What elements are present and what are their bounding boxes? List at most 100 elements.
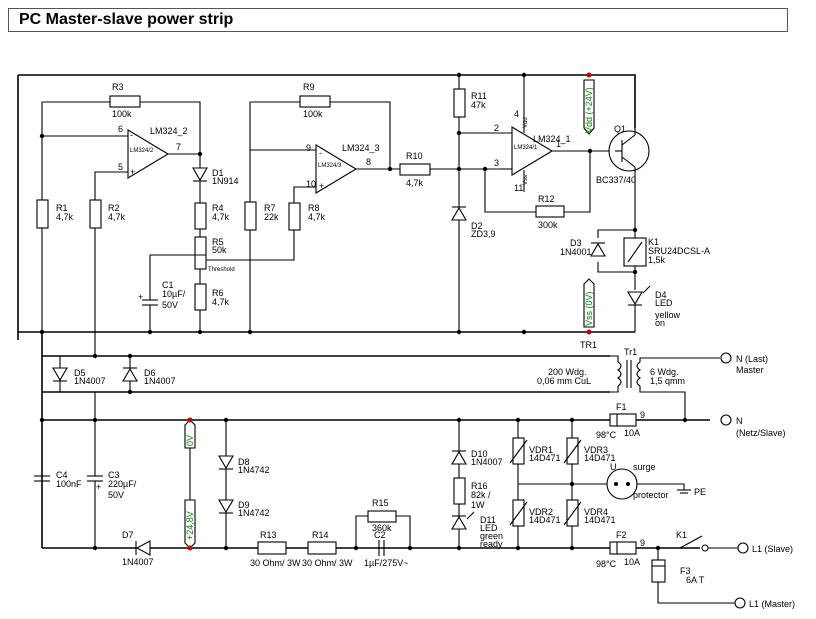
pin-7: 7: [176, 142, 181, 152]
q1-ref: Q1: [614, 124, 626, 134]
surge-line1: surge: [633, 462, 656, 472]
d6-ref: D6: [144, 368, 156, 378]
diode-d3: D3 1N4001: [560, 238, 606, 257]
vdr4-ref: VDR4: [584, 507, 608, 517]
varistor-vdr4: VDR4 14D471: [563, 499, 616, 527]
vdr1-ref: VDR1: [529, 445, 553, 455]
d11-color: green: [480, 531, 503, 541]
lm324-1-inner: LM324/1: [514, 145, 538, 151]
r9-value: 100k: [303, 109, 323, 119]
rail-tag-vss: Vss (0V) TR1: [580, 278, 597, 350]
n-netz-label: N: [736, 416, 743, 426]
f1-ref: F1: [616, 402, 627, 412]
capacitor-c1: + C1 10µF/ 50V: [138, 280, 186, 332]
fuse-f2: F2 98°C 10A 9: [596, 530, 645, 569]
r13-ref: R13: [260, 530, 277, 540]
tr1-secondary-turns: 6 Wdg.: [650, 367, 679, 377]
plus24-label: +24,8V: [185, 511, 195, 540]
r11-ref: R11: [471, 91, 487, 101]
f2-temp: 98°C: [596, 559, 617, 569]
varistor-vdr1: VDR1 14D471: [509, 437, 561, 465]
u3-plus-sign: +: [319, 181, 324, 191]
varistors: VDR1 14D471 VDR2 14D471 VDR3 14D471 VDR4…: [509, 420, 616, 548]
lm324-3-inner: LM324/3: [318, 163, 342, 169]
power-rails: [17, 74, 710, 549]
u2-plus-sign: +: [130, 167, 135, 177]
r5-value: 50k: [212, 245, 227, 255]
r16-value: 82k /: [471, 490, 491, 500]
k1-switch-ref: K1: [676, 530, 687, 540]
zener-d2: D2 ZD3,9: [451, 206, 496, 332]
d9-ref: D9: [238, 500, 250, 510]
potentiometer-r5[interactable]: R5 50k Threshold: [149, 229, 295, 300]
f1-pin: 9: [640, 410, 645, 420]
resistor-r8: R8 4,7k: [288, 202, 326, 231]
d8-ref: D8: [238, 457, 250, 467]
r9-ref: R9: [303, 82, 315, 92]
f3-ref: F3: [680, 566, 691, 576]
opamp-lm324-3: LM324/3 LM324_3 9 10 8 - +: [249, 101, 400, 332]
d7-value: 1N4007: [122, 557, 154, 567]
c1-voltage: 50V: [162, 300, 178, 310]
d3-ref: D3: [570, 238, 582, 248]
l1-master-label: L1 (Master): [749, 599, 795, 609]
d10-ref: D10: [471, 449, 488, 459]
r10-ref: R10: [406, 151, 423, 161]
u2-minus-sign: -: [130, 130, 133, 140]
fuse-f1: F1 98°C 10A 9: [596, 402, 645, 440]
terminal-l1-master[interactable]: L1 (Master): [734, 597, 795, 609]
surge-protector: U surge protector PE: [572, 462, 706, 500]
c2-value: 1µF/275V~: [364, 558, 408, 568]
c1-ref: C1: [162, 280, 174, 290]
pin-8: 8: [366, 157, 371, 167]
d5-ref: D5: [74, 368, 86, 378]
d5-value: 1N4007: [74, 376, 106, 386]
f2-pin: 9: [640, 538, 645, 548]
k1-ref: K1: [648, 237, 659, 247]
r14-ref: R14: [312, 530, 329, 540]
r1-value: 4,7k: [56, 212, 74, 222]
led-d4: D4 LED yellow on: [627, 285, 681, 332]
resistor-r3: R3 100k: [109, 82, 141, 119]
tr1-label: Tr1: [624, 347, 637, 357]
resistor-r16: R16 82k / 1W: [453, 477, 491, 517]
u1-vdd: Vdd: [523, 117, 529, 128]
c3-plus: +: [96, 482, 101, 492]
terminal-n-netz[interactable]: N (Netz/Slave): [720, 414, 786, 438]
n-netz-sub: (Netz/Slave): [736, 428, 786, 438]
r4-ref: R4: [212, 203, 224, 213]
terminal-l1-slave[interactable]: L1 (Slave): [737, 542, 793, 554]
r11-value: 47k: [471, 100, 486, 110]
vdr3-ref: VDR3: [584, 445, 608, 455]
led-d11: D11 LED green ready: [451, 511, 503, 549]
d4-ref: D4: [655, 290, 667, 300]
terminal-n-last[interactable]: N (Last) Master: [720, 352, 768, 375]
c4-ref: C4: [56, 470, 68, 480]
resistor-r13: R13 30 Ohm/ 3W: [250, 530, 301, 568]
f1-current: 10A: [624, 428, 640, 438]
lm324-1-label: LM324_1: [533, 134, 571, 144]
page-title: PC Master-slave power strip: [19, 11, 234, 28]
opamp-lm324-1: LM324/1 LM324_1 2 3 1 4 11 Vdd Vss: [484, 75, 615, 213]
diode-d6: D6 1N4007: [122, 356, 176, 392]
r8-ref: R8: [308, 203, 320, 213]
resistor-r9: R9 100k: [299, 82, 331, 119]
r12-ref: R12: [538, 194, 555, 204]
pin-9: 9: [306, 143, 311, 153]
pin-11: 11: [514, 183, 523, 193]
relay-switch-k1[interactable]: K1: [660, 530, 738, 552]
r3-value: 100k: [112, 109, 132, 119]
zener-d8: D8 1N4742: [218, 420, 270, 500]
r15-value: 360k: [372, 523, 392, 533]
capacitor-c3: + C3 220µF/ 50V: [87, 392, 137, 548]
title-bar: PC Master-slave power strip: [8, 8, 788, 32]
u3-minus-sign: -: [319, 148, 322, 158]
relay-k1: K1 SRU24DCSL-A 1,5k: [597, 229, 710, 290]
vss-label: Vss (0V): [584, 291, 594, 326]
diode-d10: D10 1N4007: [451, 420, 503, 478]
q1-value: BC337/40: [596, 175, 636, 185]
vdr2-ref: VDR2: [529, 507, 553, 517]
capacitor-c4: C4 100nF: [34, 470, 82, 489]
r1-ref: R1: [56, 203, 68, 213]
d6-value: 1N4007: [144, 376, 176, 386]
